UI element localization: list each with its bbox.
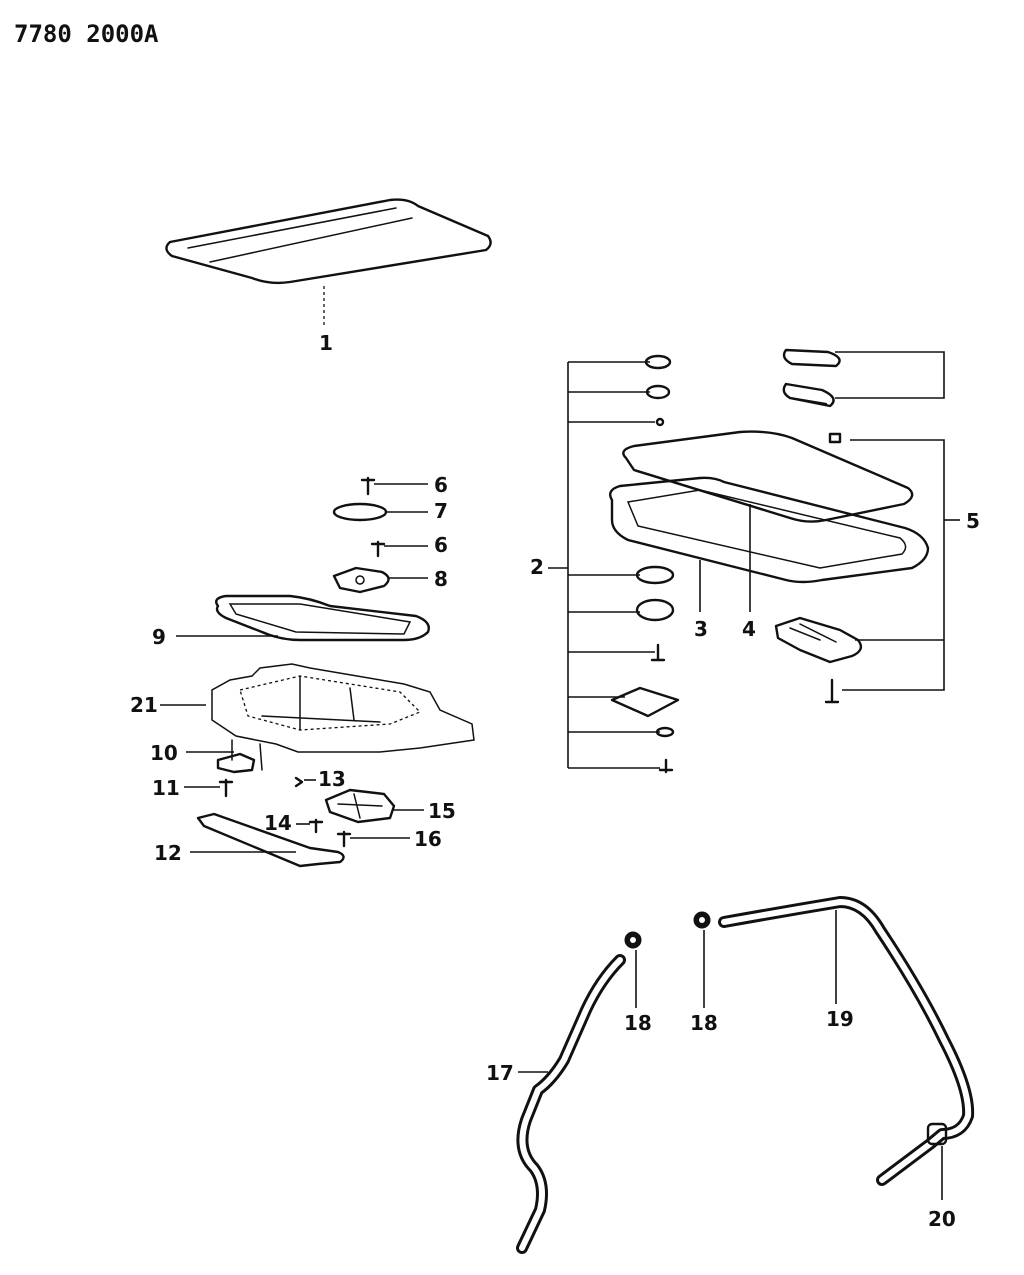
callout-17: 17 <box>486 1061 514 1085</box>
part-5-group <box>774 348 960 704</box>
callout-9: 9 <box>152 625 166 649</box>
part-21-housing-frame <box>211 663 475 771</box>
part-6-screw-lower <box>370 540 428 558</box>
callout-3: 3 <box>694 617 708 641</box>
part-4-glass-panel <box>622 430 914 523</box>
callout-2: 2 <box>530 555 544 579</box>
part-7-washer <box>332 502 428 522</box>
drawing-number: 7780 2000A <box>14 20 159 48</box>
callout-12: 12 <box>154 841 182 865</box>
callout-16: 16 <box>414 827 442 851</box>
callout-5: 5 <box>966 509 980 533</box>
part-20-connector <box>926 1122 948 1200</box>
callout-8: 8 <box>434 567 448 591</box>
part-10-bracket <box>186 751 256 774</box>
callout-18-left: 18 <box>624 1011 652 1035</box>
part-6-screw-upper <box>360 476 428 496</box>
part-11-screw <box>184 778 234 798</box>
callout-7: 7 <box>434 499 448 523</box>
callout-1: 1 <box>319 331 333 355</box>
callout-18-right: 18 <box>690 1011 718 1035</box>
part-16-screw <box>336 830 410 848</box>
callout-10: 10 <box>150 741 178 765</box>
part-2-group <box>548 354 680 774</box>
callout-14: 14 <box>264 811 292 835</box>
part-1-sunroof-panel <box>165 198 492 285</box>
part-15-latch <box>324 788 424 824</box>
part-3-seal-frame <box>609 476 930 584</box>
callout-6-lower: 6 <box>434 533 448 557</box>
part-9-seal <box>215 594 430 642</box>
part-12-rail <box>190 812 345 868</box>
part-13-screw <box>294 776 316 788</box>
callout-15: 15 <box>428 799 456 823</box>
callout-19: 19 <box>826 1007 854 1031</box>
part-14-screw <box>296 818 324 834</box>
callout-6-upper: 6 <box>434 473 448 497</box>
part-19-drain-hose <box>718 896 975 1186</box>
callout-11: 11 <box>152 776 180 800</box>
callout-20: 20 <box>928 1207 956 1231</box>
callout-13: 13 <box>318 767 346 791</box>
part-17-drain-hose <box>516 954 626 1254</box>
part-18-clip-right <box>693 911 711 1008</box>
callout-21: 21 <box>130 693 158 717</box>
part-8-plate <box>332 566 428 594</box>
part-18-clip-left <box>624 931 642 1008</box>
callout-4: 4 <box>742 617 756 641</box>
